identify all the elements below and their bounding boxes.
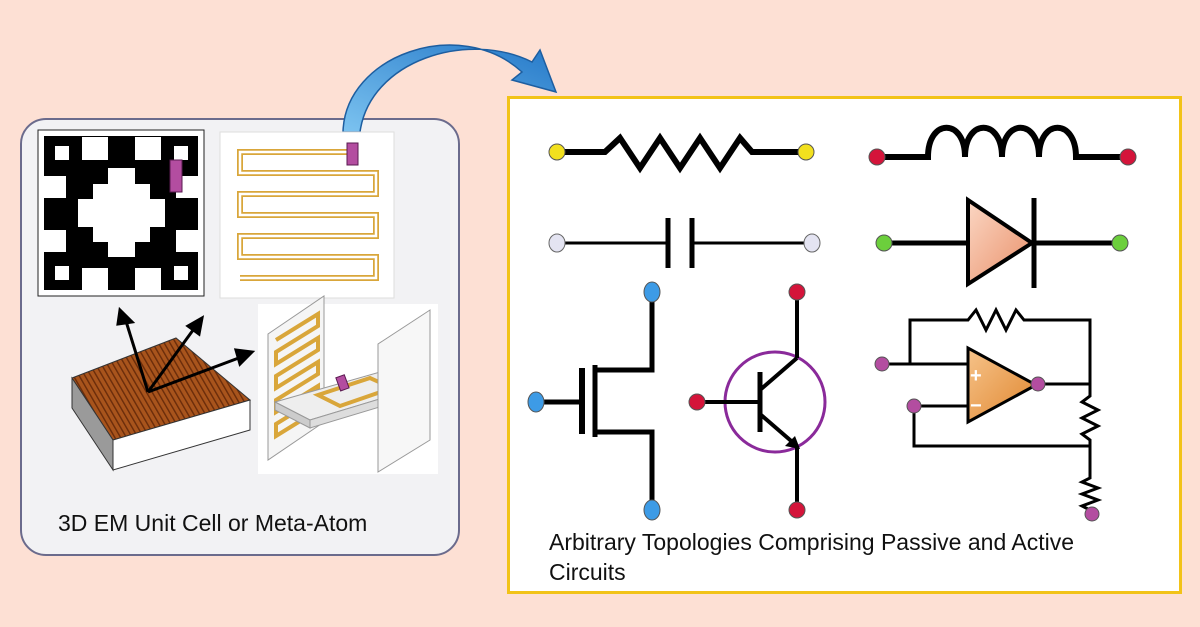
connector-arrow — [342, 44, 558, 133]
opamp-plus-sign: + — [970, 365, 982, 387]
meta-atom-caption: 3D EM Unit Cell or Meta-Atom — [58, 510, 368, 536]
3d-unit-cell — [258, 295, 438, 474]
bjt-symbol — [688, 283, 827, 519]
capacitor-symbol — [548, 218, 821, 268]
mosfet-symbol — [527, 281, 661, 521]
meander-line-cell — [219, 131, 395, 299]
opamp-minus-sign: − — [970, 395, 982, 417]
diode-symbol — [875, 196, 1129, 288]
resistor-symbol — [548, 132, 815, 174]
circuits-caption: Arbitrary Topologies Comprising Passive … — [549, 529, 1074, 585]
opamp-circuit: + − — [874, 306, 1103, 522]
metasurface-slab — [71, 306, 256, 472]
inductor-symbol — [868, 124, 1137, 166]
pixelated-unit-cell — [37, 129, 205, 297]
circuit-topologies-panel — [507, 96, 1182, 594]
